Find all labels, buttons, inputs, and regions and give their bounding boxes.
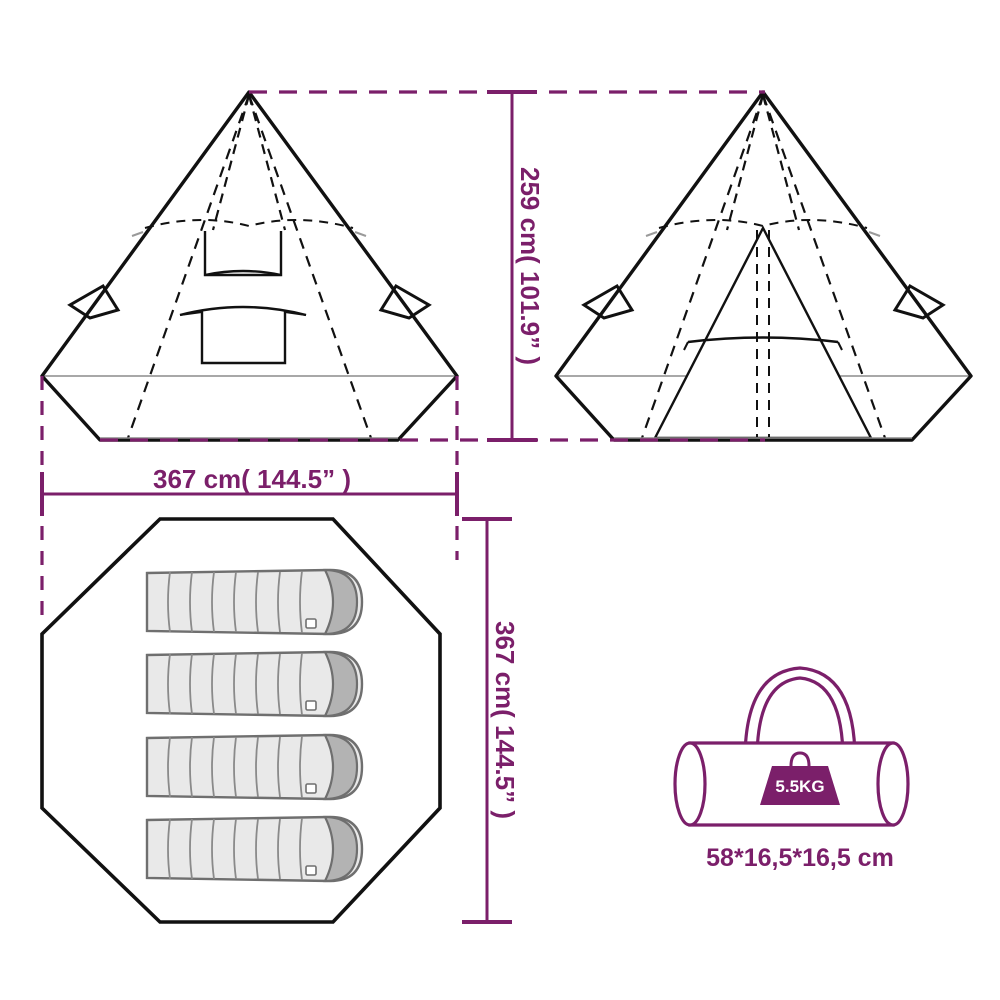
bag-seam — [167, 653, 171, 715]
bag-seam — [211, 653, 215, 715]
rear-view-seam-inner-left — [725, 94, 765, 231]
bag-seam — [255, 571, 259, 633]
bag-seam — [255, 653, 259, 715]
height-dimension-label: 259 cm( 101.9” ) — [515, 167, 545, 365]
carry-bag-size-label: 58*16,5*16,5 cm — [706, 844, 894, 872]
list-item — [145, 650, 364, 718]
front-view-ridge-tip-left — [131, 231, 144, 237]
front-view-door-frame — [200, 310, 287, 365]
front-view-window-flap — [204, 269, 282, 277]
bag-seam — [277, 571, 281, 633]
bag-seam — [277, 653, 281, 715]
front-view-seam-inner-left — [211, 94, 251, 231]
height-dimension: 259 cm( 101.9” ) — [100, 90, 765, 442]
list-item — [145, 568, 364, 636]
rear-view-door-crossbar — [687, 336, 839, 344]
front-view-ridge-line — [144, 218, 354, 229]
bag-seam — [167, 736, 171, 798]
carry-bag-end-cap-right — [876, 741, 910, 827]
rear-view-right-vent — [892, 283, 946, 320]
rear-view-ridge-tip-left — [645, 231, 658, 237]
rear-view-ridge-line — [658, 218, 868, 229]
bag-seam — [233, 736, 237, 798]
bag-seam — [255, 818, 259, 880]
floor-plan — [40, 517, 442, 924]
sleeping-bag-zipper-icon — [305, 618, 317, 629]
front-view-seam-right — [247, 94, 373, 439]
list-item — [145, 733, 364, 801]
front-view-right-vent — [378, 283, 432, 320]
front-view-seam-inner-right — [247, 94, 287, 231]
front-view-door-awning-right — [284, 311, 307, 316]
bag-seam — [299, 735, 303, 799]
bag-seam — [233, 571, 237, 633]
rear-view-ridge-tip-right — [868, 231, 881, 237]
bag-seam — [167, 818, 171, 880]
list-item — [145, 815, 364, 883]
rear-view-seam-left — [640, 94, 765, 439]
bag-seam — [189, 736, 193, 798]
bag-seam — [189, 818, 193, 880]
width-dimension-label: 367 cm( 144.5” ) — [153, 464, 351, 494]
front-view-seam-left — [126, 94, 251, 439]
carry-bag-handle-outer — [743, 666, 857, 761]
carry-bag-end-cap-left — [673, 741, 707, 827]
bag-seam — [189, 653, 193, 715]
weight-handle-icon — [789, 751, 811, 767]
sleeping-bag-zipper-icon — [305, 700, 317, 711]
bag-seam — [277, 736, 281, 798]
sleeping-bag-hood — [323, 568, 359, 636]
front-view-door-awning — [179, 305, 307, 317]
rear-view-crossbar-left-tip — [683, 341, 689, 351]
depth-dimension: 367 cm( 144.5” ) — [462, 517, 520, 924]
sleeping-bag-hood — [323, 650, 359, 718]
front-view-door-awning-left — [179, 311, 203, 316]
carry-bag: 5.5KG 58*16,5*16,5 cm — [673, 666, 910, 872]
carry-bag-weight-label: 5.5KG — [775, 777, 824, 796]
rear-view-seam-inner-right — [761, 94, 801, 231]
bag-seam — [299, 570, 303, 634]
bag-seam — [211, 571, 215, 633]
rear-view-seam-right — [761, 94, 887, 439]
bag-seam — [233, 653, 237, 715]
sleeping-bag-zipper-icon — [305, 783, 317, 794]
weight-icon — [760, 766, 840, 805]
rear-view — [554, 90, 973, 442]
bag-seam — [211, 818, 215, 880]
front-view-ridge-tip-right — [354, 231, 367, 237]
bag-seam — [299, 817, 303, 881]
sleeping-bag-zipper-icon — [305, 865, 317, 876]
bag-seam — [189, 571, 193, 633]
sleeping-bag-hood — [323, 733, 359, 801]
front-view-window-frame — [203, 231, 283, 277]
sleeping-bag-hood — [323, 815, 359, 883]
bag-seam — [211, 736, 215, 798]
bag-seam — [167, 571, 171, 633]
rear-view-crossbar-right-tip — [837, 341, 843, 351]
bag-seam — [277, 818, 281, 880]
depth-dimension-label: 367 cm( 144.5” ) — [490, 621, 520, 819]
front-view-body — [40, 90, 459, 442]
bag-seam — [233, 818, 237, 880]
width-dimension: 367 cm( 144.5” ) — [40, 376, 459, 620]
front-view-skirt — [40, 375, 459, 441]
bag-seam — [299, 652, 303, 716]
front-view — [40, 90, 459, 442]
bag-seam — [255, 736, 259, 798]
carry-bag-handle-inner — [755, 676, 845, 761]
